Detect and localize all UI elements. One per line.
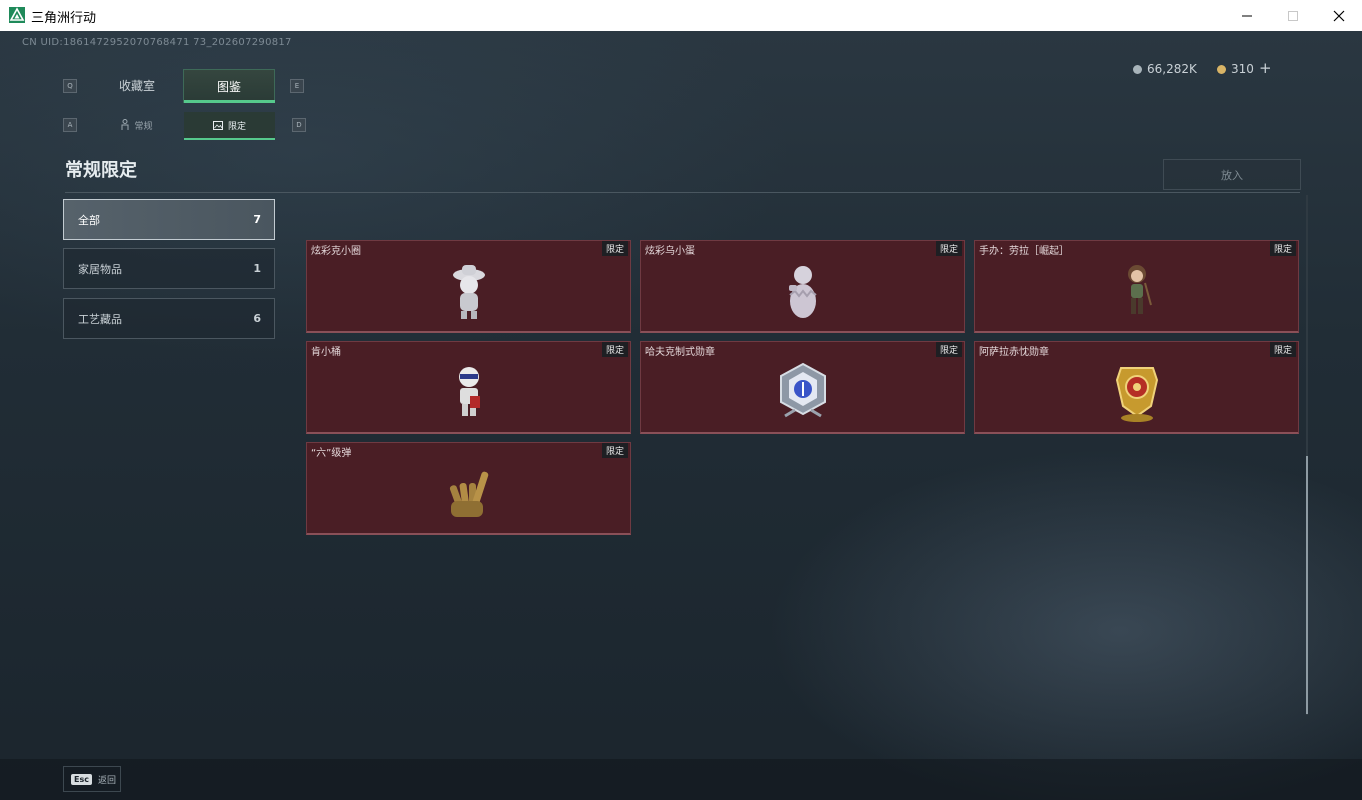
item-card[interactable]: 手办：劳拉［崛起］ 限定 <box>974 240 1299 333</box>
asala-medal-icon <box>1115 367 1158 422</box>
category-count: 7 <box>253 213 261 226</box>
close-button[interactable] <box>1316 0 1362 31</box>
add-currency-button[interactable]: + <box>1259 59 1272 77</box>
figurine-hat-icon <box>452 265 485 319</box>
esc-key: Esc <box>71 773 92 785</box>
item-card[interactable]: 肯小桶 限定 <box>306 341 631 434</box>
category-label: 工艺藏品 <box>78 312 122 326</box>
item-card[interactable]: 炫彩克小圈 限定 <box>306 240 631 333</box>
tab-codex[interactable]: 图鉴 <box>183 69 275 103</box>
item-name: 哈夫克制式勋章 <box>645 347 715 358</box>
currency-silver-value: 66,282K <box>1147 62 1197 76</box>
uid-text: CN UID:1861472952070768471 73_2026072908… <box>22 37 292 48</box>
section-divider <box>65 192 1300 193</box>
item-name: 炫彩乌小蛋 <box>645 246 695 257</box>
bullet-hand-icon <box>449 471 488 517</box>
tab-prev-key[interactable]: Q <box>63 79 77 93</box>
limited-badge: 限定 <box>601 241 628 256</box>
minimize-button[interactable] <box>1224 0 1270 31</box>
place-button[interactable]: 放入 <box>1163 159 1301 190</box>
gold-coin-icon <box>1217 64 1226 74</box>
window-title-bar: 三角洲行动 <box>0 0 1362 32</box>
subtab-next-key[interactable]: D <box>292 118 306 132</box>
window-title: 三角洲行动 <box>31 11 97 26</box>
maximize-icon <box>1288 10 1298 21</box>
subtab-regular[interactable]: 常规 <box>91 112 183 138</box>
item-name: 手办：劳拉［崛起］ <box>979 246 1069 257</box>
subtab-limited-label: 限定 <box>227 121 246 132</box>
tab-collection-room[interactable]: 收藏室 <box>118 78 155 93</box>
category-count: 1 <box>253 262 261 275</box>
limited-badge: 限定 <box>601 443 628 458</box>
item-name: “六”级弹 <box>311 448 352 459</box>
scrollbar-thumb[interactable] <box>1306 456 1308 714</box>
limited-badge: 限定 <box>601 342 628 357</box>
category-label: 全部 <box>78 213 100 227</box>
section-title: 常规限定 <box>65 160 137 181</box>
item-name: 阿萨拉赤忱勋章 <box>979 347 1049 358</box>
game-viewport: CN UID:1861472952070768471 73_2026072908… <box>0 31 1362 800</box>
category-crafts[interactable]: 工艺藏品 6 <box>63 298 275 339</box>
subtab-prev-key[interactable]: A <box>63 118 77 132</box>
category-home-items[interactable]: 家居物品 1 <box>63 248 275 289</box>
item-card[interactable]: 哈夫克制式勋章 限定 <box>640 341 965 434</box>
silver-coin-icon <box>1133 64 1142 74</box>
item-card[interactable]: 阿萨拉赤忱勋章 限定 <box>974 341 1299 434</box>
currency-silver: 66,282K <box>1133 62 1197 76</box>
footer-bar <box>0 759 1362 800</box>
limited-badge: 限定 <box>935 241 962 256</box>
currency-gold-value: 310 <box>1231 62 1254 76</box>
tab-next-key[interactable]: E <box>290 79 304 93</box>
minimize-icon <box>1242 15 1252 16</box>
category-count: 6 <box>253 312 261 325</box>
scrollbar-track[interactable] <box>1306 195 1308 715</box>
picture-icon <box>212 120 223 130</box>
item-name: 炫彩克小圈 <box>311 246 361 257</box>
item-card[interactable]: 炫彩乌小蛋 限定 <box>640 240 965 333</box>
limited-badge: 限定 <box>1269 241 1296 256</box>
close-icon <box>1333 10 1345 21</box>
maximize-button[interactable] <box>1270 0 1316 31</box>
egg-figurine-icon <box>788 266 817 318</box>
item-card[interactable]: “六”级弹 限定 <box>306 442 631 535</box>
subtab-limited[interactable]: 限定 <box>184 112 275 140</box>
limited-badge: 限定 <box>935 342 962 357</box>
bucket-figurine-icon <box>458 367 480 416</box>
app-logo-icon <box>9 7 25 23</box>
category-label: 家居物品 <box>78 262 122 276</box>
haavk-medal-icon <box>779 362 826 418</box>
tab-active-indicator <box>184 100 275 103</box>
figure-icon <box>121 119 129 130</box>
item-name: 肯小桶 <box>311 347 341 358</box>
limited-badge: 限定 <box>1269 342 1296 357</box>
back-button[interactable]: Esc 返回 <box>63 766 121 792</box>
subtab-regular-label: 常规 <box>134 121 153 132</box>
category-all[interactable]: 全部 7 <box>63 199 275 240</box>
back-label: 返回 <box>97 775 116 786</box>
lara-figurine-icon <box>1127 265 1152 314</box>
currency-gold: 310 <box>1217 62 1254 76</box>
